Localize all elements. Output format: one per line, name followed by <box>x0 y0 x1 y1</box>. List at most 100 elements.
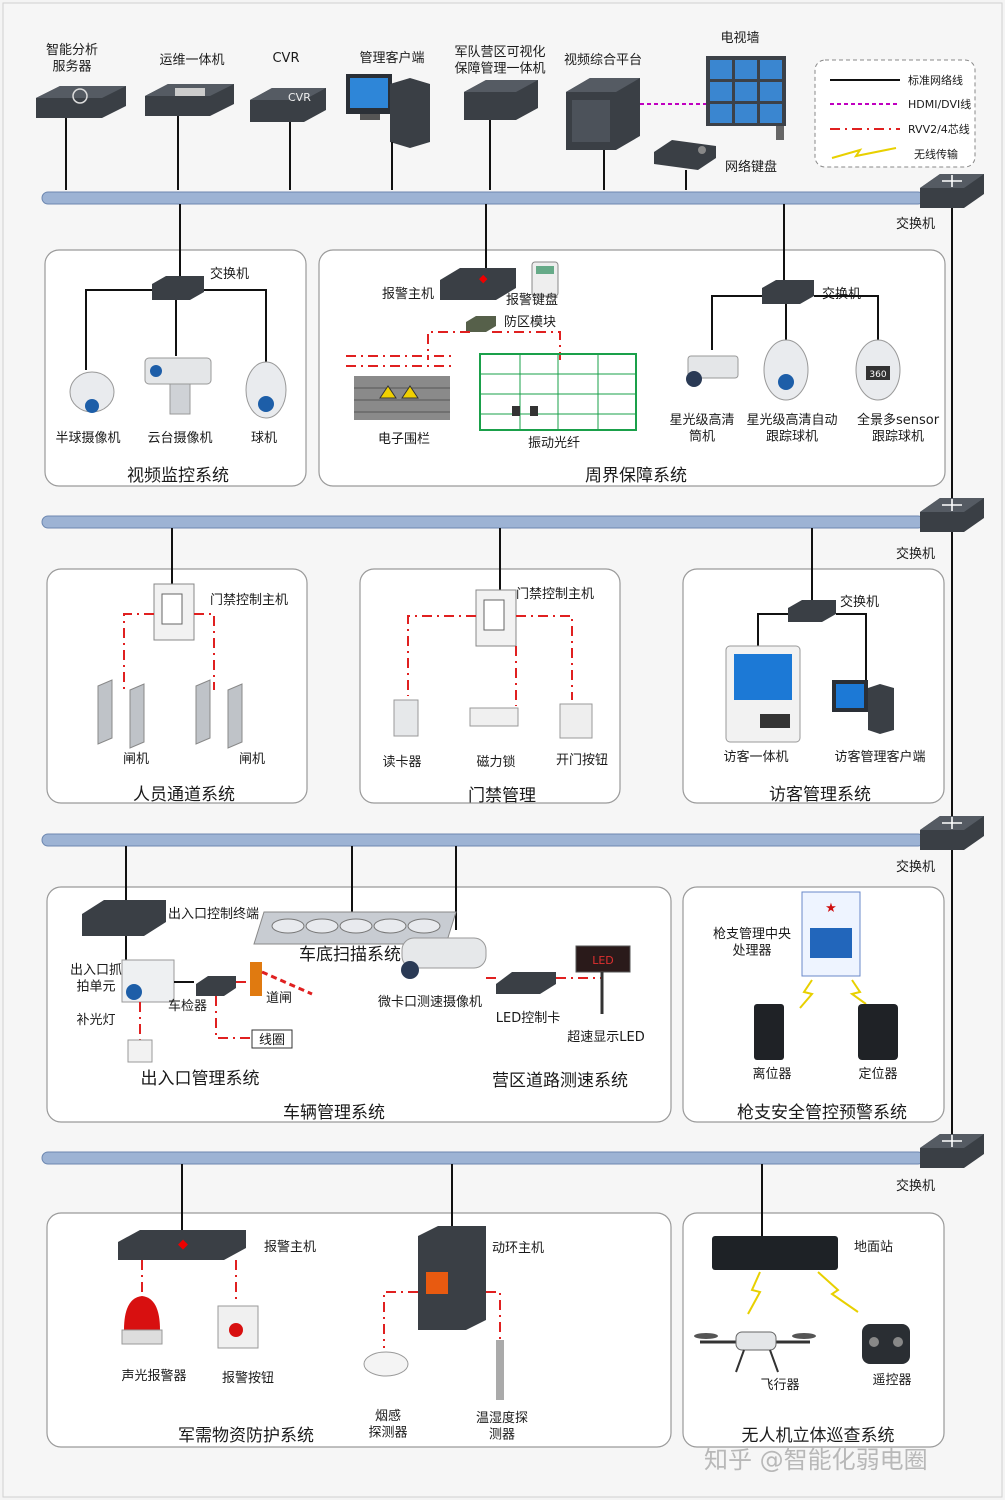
label-perimeter-alarm-host: 报警主机 <box>382 286 434 302</box>
label-tv-wall: 电视墙 <box>720 31 759 46</box>
perimeter-switch <box>762 280 814 304</box>
label-smart-server: 智能分析服务器 <box>46 43 98 74</box>
road-speed-system-title: 营区道路测速系统 <box>492 1071 628 1091</box>
electric-fence-icon <box>346 355 456 420</box>
visitor-switch <box>788 600 836 622</box>
label-coil: 线圈 <box>259 1033 285 1048</box>
tracking-ball-camera-icon <box>763 339 809 401</box>
label-video-switch: 交换机 <box>210 266 249 282</box>
label-aircraft: 飞行器 <box>760 1378 799 1393</box>
main-bus-4 <box>41 1151 925 1165</box>
locator-icon <box>858 1004 898 1060</box>
vehicle-system-title: 车辆管理系统 <box>283 1103 385 1123</box>
label-passage-controller: 门禁控制主机 <box>210 593 288 608</box>
cvr-badge: CVR <box>288 91 311 104</box>
smoke-detector-icon <box>363 1351 409 1377</box>
wireless-icon <box>849 979 867 1005</box>
label-exit-button: 开门按钮 <box>556 753 608 768</box>
star-icon: ★ <box>825 901 837 916</box>
label-gun-cpu: 枪支管理中央处理器 <box>713 926 791 958</box>
label-mgmt-client: 管理客户端 <box>359 50 424 66</box>
label-electric-fence: 电子围栏 <box>378 432 430 447</box>
visitor-management-system: 交换机 访客一体机 访客管理客户端 访客管理系统 <box>682 528 945 805</box>
label-ptz-camera: 云台摄像机 <box>147 431 212 446</box>
label-led-controller: LED控制卡 <box>496 1011 560 1026</box>
monitor-screen-icon <box>350 78 388 108</box>
label-gate-2: 闸机 <box>239 752 265 767</box>
drone-aircraft-icon <box>694 1331 816 1373</box>
label-ball-camera: 球机 <box>251 431 277 446</box>
vehicle-detector-icon <box>196 976 236 996</box>
label-barrier-gate: 道闸 <box>266 991 292 1006</box>
bullet-camera-icon <box>687 355 739 379</box>
label-siren: 声光报警器 <box>121 1368 186 1384</box>
label-env-host: 动环主机 <box>492 1241 544 1256</box>
personnel-passage-system: 门禁控制主机 闸机 闸机 人员通道系统 <box>46 528 308 805</box>
alarm-shield-icon: ◆ <box>479 272 488 285</box>
label-gate-1: 闸机 <box>123 752 149 767</box>
label-core-switch-2: 交换机 <box>896 546 935 562</box>
wireless-icon <box>747 1271 762 1315</box>
vibration-fiber-icon <box>479 353 637 431</box>
wireless-icon <box>799 979 814 1009</box>
main-bus-3 <box>41 833 925 847</box>
turnstile-icon-1 <box>97 679 145 749</box>
label-visitor-switch: 交换机 <box>840 594 879 610</box>
label-smoke-detector: 烟感探测器 <box>368 1408 407 1440</box>
perimeter-security-system: ◆ 报警主机 报警键盘 防区模块 电子围栏 振动光纤 交换机 <box>318 204 946 487</box>
maglock-icon <box>469 707 519 727</box>
passage-system-title: 人员通道系统 <box>133 785 235 805</box>
switch-arrows-icon <box>942 175 962 187</box>
label-core-switch-4: 交换机 <box>896 1178 935 1194</box>
tv-wall: 电视墙 <box>706 31 786 140</box>
legend: 标准网络线 HDMI/DVI线 RVV2/4芯线 无线传输 <box>814 59 976 168</box>
zone-module-icon <box>466 316 496 332</box>
label-visitor-kiosk: 访客一体机 <box>723 749 788 765</box>
core-switch-2 <box>920 498 984 532</box>
label-locator: 定位器 <box>858 1067 897 1082</box>
core-switch-1 <box>920 174 984 208</box>
label-core-switch-1: 交换机 <box>896 216 935 232</box>
label-card-reader: 读卡器 <box>382 755 421 770</box>
gun-system-title: 枪支安全管控预警系统 <box>737 1103 907 1123</box>
label-starlight-bullet: 星光级高清筒机 <box>669 412 734 444</box>
entrance-system-title: 出入口管理系统 <box>141 1069 260 1089</box>
panoramic-badge: 360 <box>869 370 886 380</box>
core-switch-4 <box>920 1134 984 1168</box>
barrier-gate-icon <box>250 962 262 996</box>
label-capture-unit: 出入口抓拍单元 <box>70 963 122 994</box>
ball-camera-icon <box>245 361 287 419</box>
led-controller-icon <box>496 972 556 994</box>
label-alarm-keypad: 报警键盘 <box>506 292 558 308</box>
speed-led-icon <box>575 945 631 973</box>
card-reader-icon <box>393 699 419 737</box>
drone-patrol-system: 地面站 飞行器 遥控器 无人机立体巡查系统 <box>682 1164 945 1448</box>
label-maglock: 磁力锁 <box>476 754 515 770</box>
perimeter-system-title: 周界保障系统 <box>585 466 687 486</box>
alarm-shield-icon: ◆ <box>178 1237 188 1252</box>
label-leave-detector: 离位器 <box>752 1066 791 1082</box>
label-speed-led: 超速显示LED <box>567 1030 644 1045</box>
label-ops-machine: 运维一体机 <box>159 53 224 68</box>
perimeter-alarm-host <box>440 268 516 300</box>
label-starlight-tracking: 星光级高清自动跟踪球机 <box>746 412 837 444</box>
label-army-platform: 军队营区可视化保障管理一体机 <box>454 45 545 76</box>
label-vehicle-detector: 车检器 <box>168 998 207 1014</box>
label-undercarriage-scan: 车底扫描系统 <box>299 945 401 965</box>
supply-system-title: 军需物资防护系统 <box>178 1426 314 1446</box>
env-host-icon <box>418 1226 486 1330</box>
video-system-title: 视频监控系统 <box>127 466 229 486</box>
access-system-title: 门禁管理 <box>468 786 536 806</box>
army-platform: 军队营区可视化保障管理一体机 <box>454 45 546 190</box>
video-surveillance-system: 交换机 半球摄像机 云台摄像机 球机 视频监控系统 <box>44 204 307 487</box>
legend-label-rvv: RVV2/4芯线 <box>908 122 970 136</box>
exit-button-icon <box>559 703 593 739</box>
turnstile-icon-2 <box>195 679 243 749</box>
speed-camera-icon <box>401 937 487 969</box>
visitor-system-title: 访客管理系统 <box>769 785 871 805</box>
magnifier-icon <box>72 88 88 104</box>
label-speed-camera: 微卡口测速摄像机 <box>378 995 482 1010</box>
